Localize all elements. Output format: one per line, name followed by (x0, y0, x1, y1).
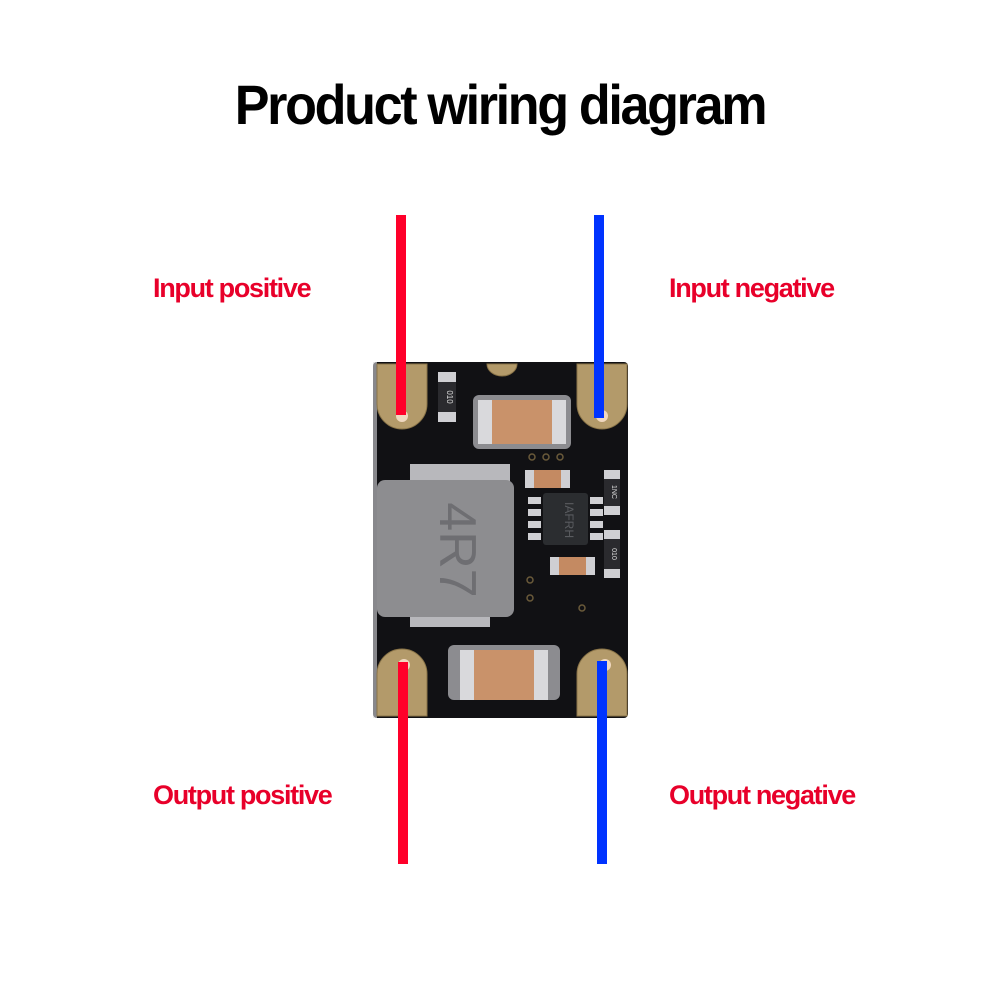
capacitor-small-2 (550, 557, 595, 575)
wire-output-negative (597, 661, 607, 864)
page-title: Product wiring diagram (234, 73, 768, 136)
inductor (377, 480, 514, 617)
resistor-right-bottom (604, 530, 620, 578)
inductor-marking: 4R7 (428, 502, 486, 597)
resistor-top (438, 372, 456, 422)
resistor-top-marking: 010 (445, 390, 454, 404)
capacitor-small-1 (525, 470, 570, 488)
resistor-right-top (604, 470, 620, 515)
label-output-negative: Output negative (669, 780, 856, 810)
label-output-positive: Output positive (153, 780, 333, 810)
wire-output-positive (398, 662, 408, 864)
label-input-positive: Input positive (153, 273, 312, 303)
resistor-right-top-marking: 1NC (610, 485, 617, 499)
label-input-negative: Input negative (669, 273, 835, 303)
wire-input-negative (594, 215, 604, 418)
ic-marking: IAFRH (562, 502, 576, 538)
dc-dc-module-board: 010 4R7 IAFRH 1NC 010 (373, 362, 628, 718)
resistor-right-bottom-marking: 010 (610, 548, 617, 560)
ic-chip (543, 493, 588, 545)
wire-input-positive (396, 215, 406, 415)
